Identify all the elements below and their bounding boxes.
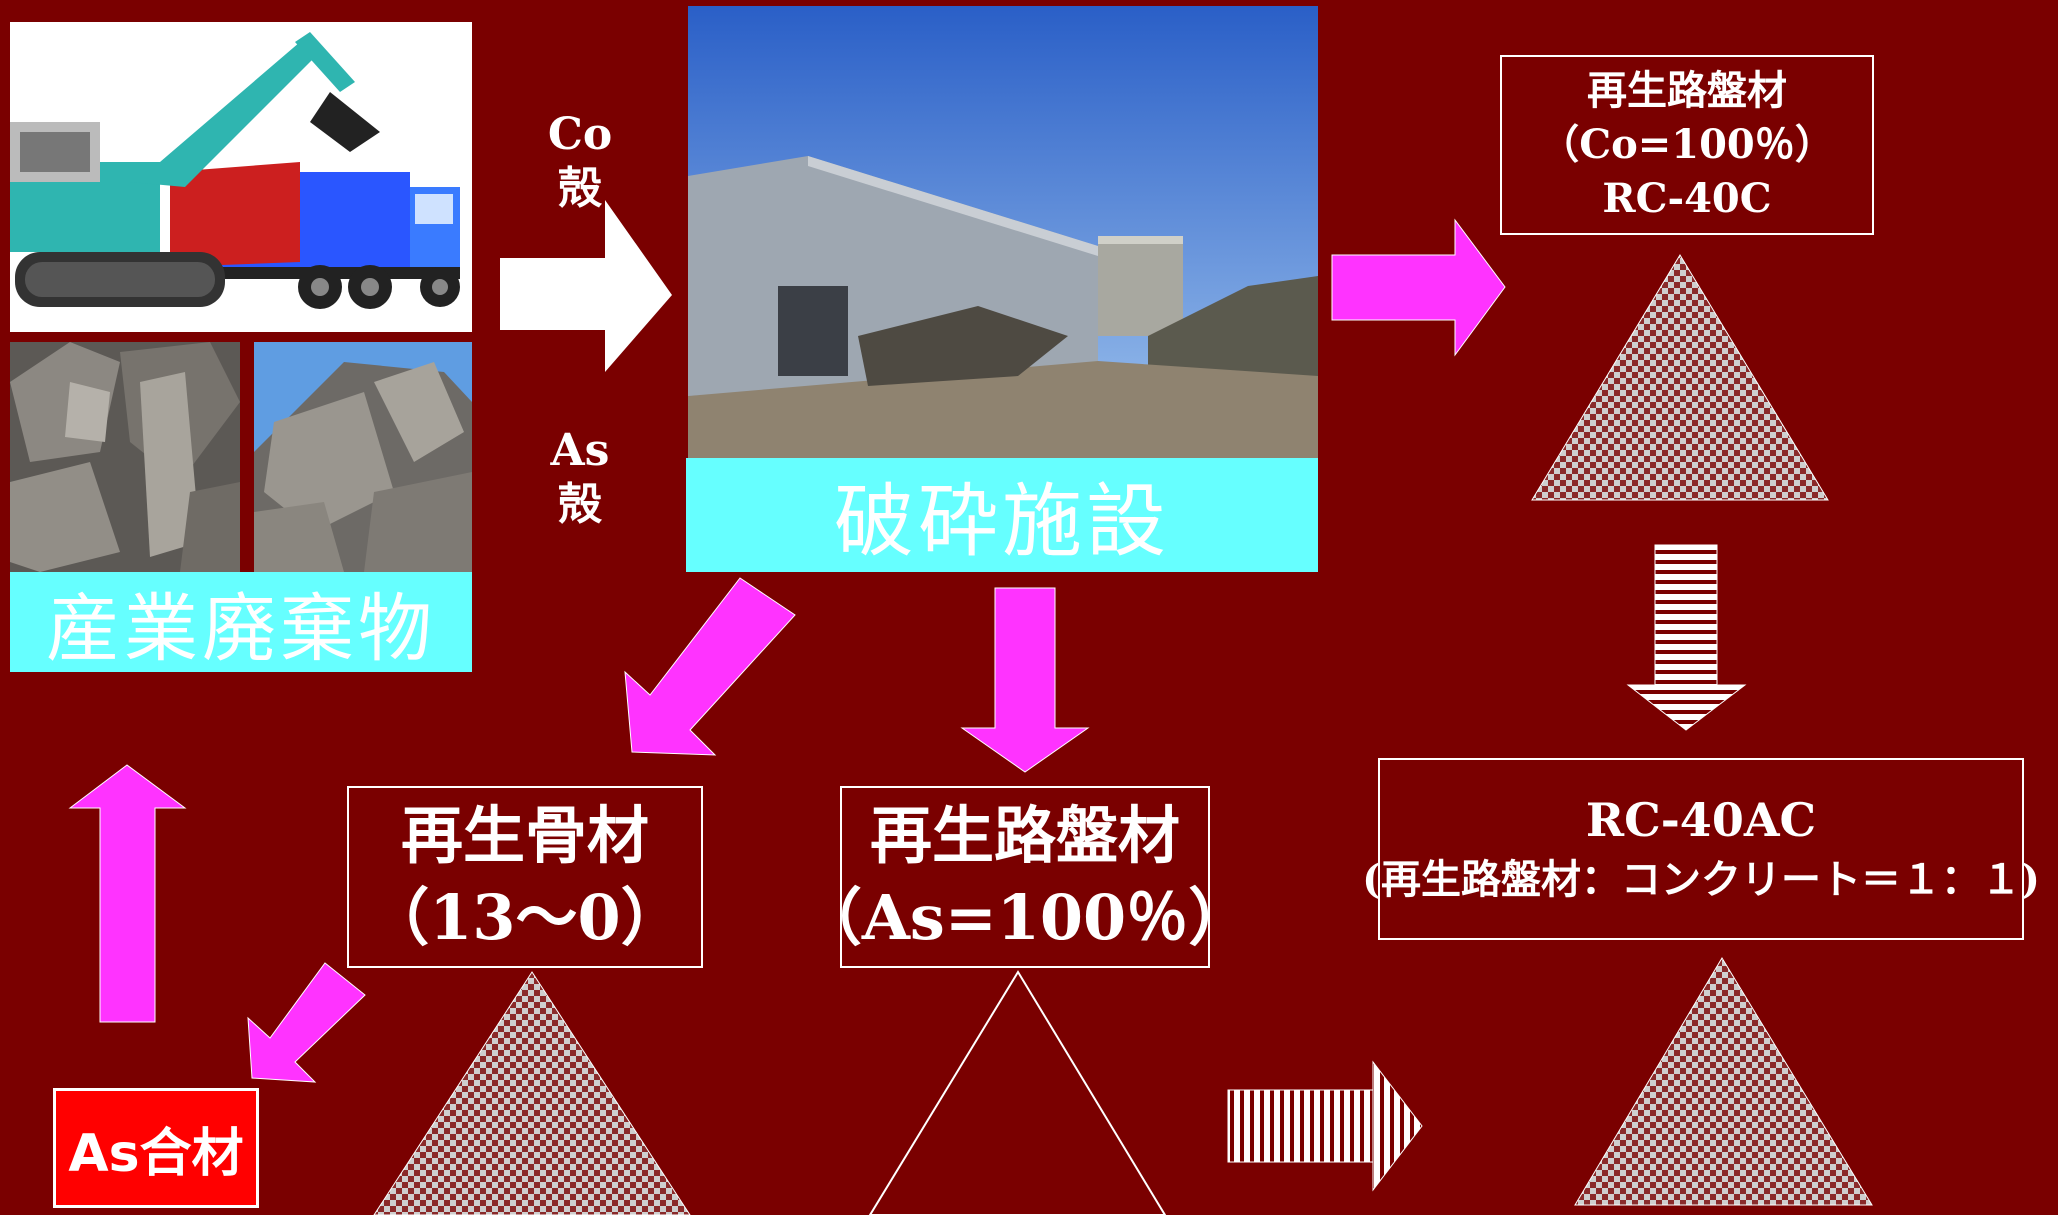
- crushing-facility-photo: [688, 6, 1318, 458]
- co-rubble-label-line1: Co: [547, 109, 613, 160]
- as-roadbed-pile: [868, 970, 1167, 1215]
- rc40ac-pile: [1574, 957, 1873, 1206]
- recycled-roadbed-co-box: 再生路盤材 （Co=100％） RC-40C: [1500, 55, 1874, 235]
- crushing-facility-caption: 破砕施設: [686, 458, 1318, 572]
- facility-to-aggregate-arrow: [624, 577, 796, 756]
- recycled-aggregate-size: （13～0）: [367, 881, 683, 954]
- co-rubble-label-line2: 殻: [558, 163, 602, 214]
- asphalt-mix-label: As合材: [68, 1123, 244, 1184]
- facility-to-rc40c-arrow: [1331, 218, 1506, 357]
- recycled-roadbed-co-ratio: （Co=100％）: [1539, 121, 1835, 168]
- recycled-roadbed-as-box: 再生路盤材 （As=100％）: [800, 786, 1250, 968]
- as-rubble-label-line2: 殻: [558, 479, 602, 530]
- rc40ac-box: RC-40AC (再生路盤材：コンクリート＝１：１): [1362, 758, 2040, 940]
- excavator-truck-image: [10, 22, 472, 332]
- rc40ac-mix-ratio: (再生路盤材：コンクリート＝１：１): [1362, 856, 2040, 903]
- rubble-photo-right: [254, 342, 472, 572]
- recycled-roadbed-as-ratio: （As=100％）: [799, 881, 1251, 954]
- rc40c-to-rc40ac-arrow: [1626, 544, 1747, 731]
- as-rubble-label-line1: As: [550, 425, 610, 476]
- aggregate-pile: [373, 971, 691, 1215]
- facility-to-as-roadbed-arrow: [960, 587, 1090, 773]
- as-rubble-label: As 殻: [520, 424, 640, 532]
- aggregate-to-asphalt-mix-arrow: [247, 962, 366, 1083]
- recycled-roadbed-co-grade: RC-40C: [1602, 175, 1772, 222]
- rc40c-pile: [1531, 254, 1829, 501]
- co-rubble-label: Co 殻: [520, 108, 640, 216]
- feed-arrow: [500, 200, 672, 372]
- as-roadbed-to-rc40ac-arrow: [1227, 1060, 1423, 1192]
- asphalt-mix-box: As合材: [53, 1088, 259, 1208]
- rc40ac-title: RC-40AC: [1585, 793, 1817, 847]
- industrial-waste-caption: 産業廃棄物: [10, 572, 472, 672]
- asphalt-mix-to-waste-arrow: [68, 764, 187, 1023]
- recycled-aggregate-box: 再生骨材 （13～0）: [347, 786, 703, 968]
- recycled-aggregate-title: 再生骨材: [400, 799, 649, 872]
- recycled-roadbed-co-title: 再生路盤材: [1587, 67, 1787, 114]
- rubble-photo-left: [10, 342, 240, 572]
- recycled-roadbed-as-title: 再生路盤材: [869, 799, 1180, 872]
